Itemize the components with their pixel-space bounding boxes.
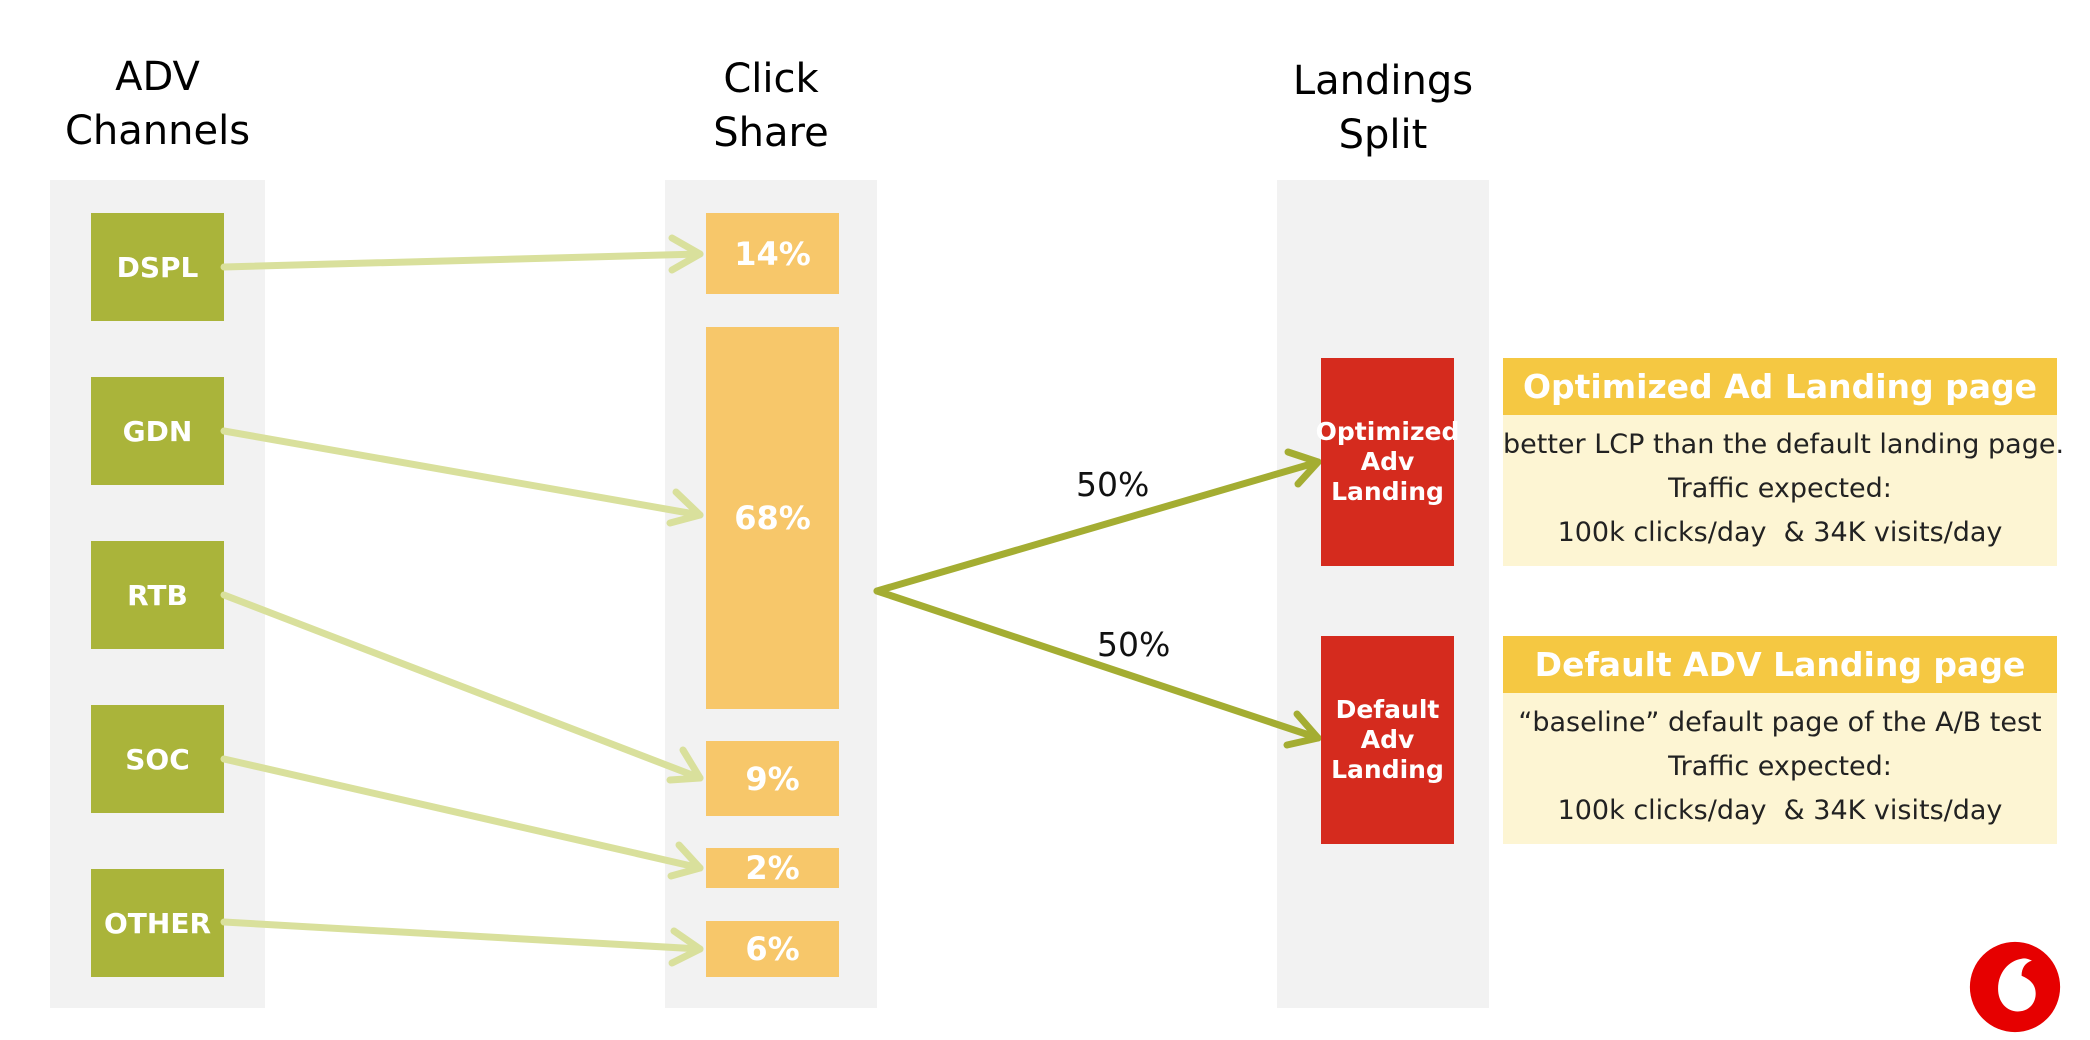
channel-arrows	[220, 234, 704, 967]
info-optimized-line1: better LCP than the default landing page…	[1503, 429, 2065, 460]
info-optimized-line3: 100k clicks/day & 34K visits/day	[1557, 517, 2003, 548]
split-arrows	[873, 448, 1322, 749]
split-pct-bottom: 50%	[1097, 625, 1171, 664]
landings-split-column	[1277, 180, 1489, 1008]
split-pct-top: 50%	[1076, 465, 1150, 504]
share-rtb: 9%	[706, 741, 839, 816]
info-default-title: Default ADV Landing page	[1503, 636, 2057, 693]
channel-rtb: RTB	[91, 541, 224, 649]
channel-other: OTHER	[91, 869, 224, 977]
channel-gdn: GDN	[91, 377, 224, 485]
channel-dspl: DSPL	[91, 213, 224, 321]
arrow-rtb-to-share	[220, 591, 704, 782]
landing-optimized-line1: Optimized	[1315, 417, 1460, 446]
share-soc: 2%	[706, 848, 839, 888]
landing-optimized: Optimized Adv Landing	[1316, 358, 1459, 566]
vodafone-logo-icon	[1969, 941, 2061, 1033]
channel-soc: SOC	[91, 705, 224, 813]
landing-default-line1: Default	[1335, 695, 1440, 724]
arrow-gdn-to-share	[220, 427, 704, 519]
landing-default: Default Adv Landing	[1321, 636, 1454, 844]
landing-default-line3: Landing	[1331, 755, 1444, 784]
info-optimized-title: Optimized Ad Landing page	[1503, 358, 2057, 415]
landing-default-line2: Adv	[1360, 725, 1415, 754]
share-gdn: 68%	[706, 327, 839, 709]
landings-split-title: Landings Split	[1292, 58, 1474, 158]
arrow-to-optimized	[873, 458, 1322, 595]
arrow-soc-to-share	[220, 755, 704, 872]
share-dspl: 14%	[706, 213, 839, 294]
info-optimized-body: better LCP than the default landing page…	[1503, 415, 2065, 566]
share-other: 6%	[706, 921, 839, 977]
click-share-title: Click Share	[713, 56, 829, 156]
info-default-body: “baseline” default page of the A/B test …	[1503, 693, 2057, 844]
landing-optimized-line2: Adv	[1360, 447, 1415, 476]
arrow-to-default	[873, 587, 1322, 742]
arrow-dspl-to-share	[220, 250, 704, 271]
arrow-other-to-share	[220, 918, 704, 953]
landing-optimized-line3: Landing	[1331, 477, 1444, 506]
info-default-line2: Traffic expected:	[1668, 751, 1892, 782]
info-default-line1: “baseline” default page of the A/B test	[1518, 707, 2042, 738]
info-default-line3: 100k clicks/day & 34K visits/day	[1557, 795, 2003, 826]
info-optimized-line2: Traffic expected:	[1668, 473, 1892, 504]
adv-channels-title: ADV Channels	[64, 54, 251, 154]
